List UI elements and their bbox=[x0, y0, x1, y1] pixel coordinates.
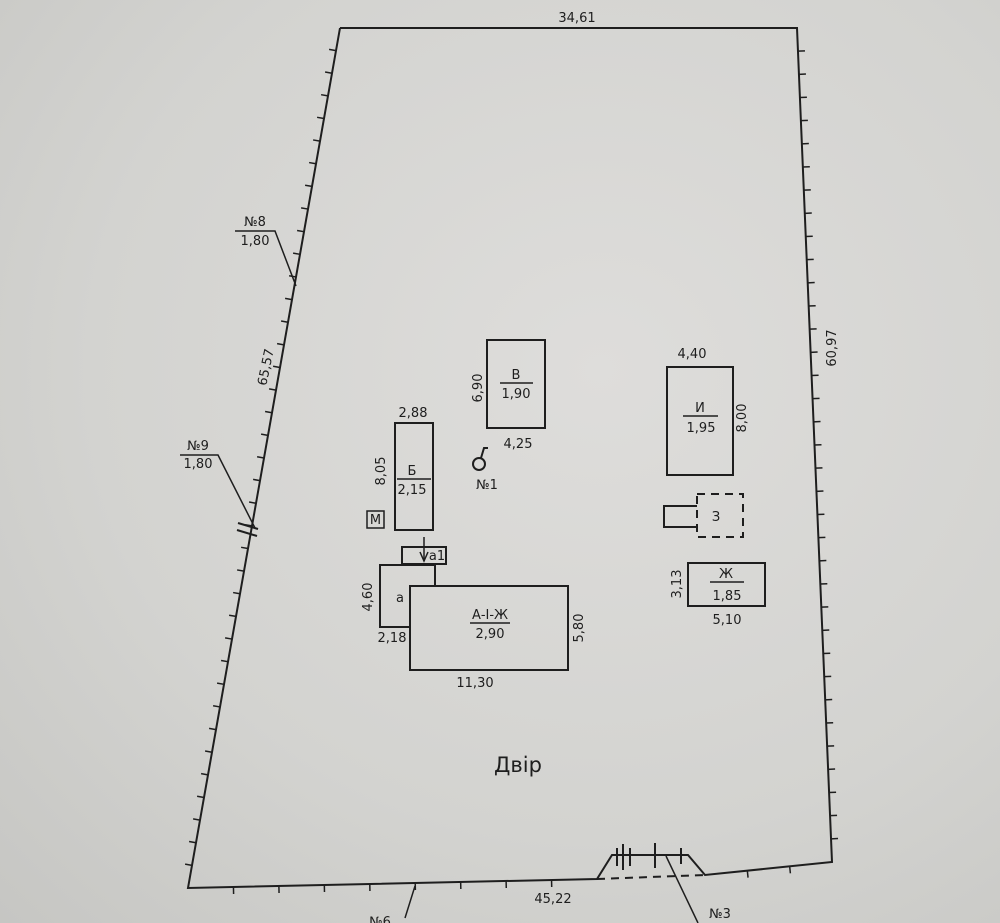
building-a1: а1 bbox=[401, 537, 447, 565]
boundary-tick bbox=[320, 93, 329, 97]
svg-text:11,30: 11,30 bbox=[456, 676, 493, 691]
boundary-tick bbox=[746, 870, 749, 878]
svg-text:2,90: 2,90 bbox=[476, 627, 505, 642]
boundary-tick bbox=[280, 320, 289, 323]
neighbor-9-number: №9 bbox=[187, 439, 209, 454]
svg-text:А-І-Ж: А-І-Ж bbox=[472, 608, 508, 623]
boundary-tick bbox=[296, 229, 305, 233]
neighbor-3-leader bbox=[665, 855, 699, 923]
svg-text:И: И bbox=[695, 401, 705, 416]
svg-text:В: В bbox=[512, 368, 521, 383]
svg-text:5,80: 5,80 bbox=[572, 614, 587, 643]
boundary-tick bbox=[216, 682, 225, 686]
neighbor-3-number: №3 bbox=[709, 907, 731, 922]
boundary-tick bbox=[236, 569, 245, 572]
top-dimension: 34,61 bbox=[558, 11, 595, 26]
svg-text:1,90: 1,90 bbox=[502, 387, 531, 402]
boundary-tick bbox=[188, 840, 197, 844]
boundary-ticks bbox=[184, 48, 839, 895]
boundary-tick bbox=[200, 772, 209, 776]
boundary-tick bbox=[272, 365, 281, 369]
svg-text:Ж: Ж bbox=[719, 567, 733, 582]
neighbor-6-leader bbox=[404, 885, 416, 919]
boundary-tick bbox=[324, 71, 333, 75]
boundary-tick bbox=[788, 866, 792, 874]
boundary-tick bbox=[256, 456, 265, 459]
boundary-tick bbox=[184, 863, 193, 867]
svg-text:№1: №1 bbox=[476, 478, 498, 493]
boundary-tick bbox=[224, 637, 233, 640]
boundary-tick bbox=[248, 501, 257, 505]
boundary-tick bbox=[252, 478, 261, 482]
plot-boundary bbox=[186, 27, 834, 890]
boundary-tick bbox=[276, 342, 285, 346]
building-z: З bbox=[663, 493, 744, 538]
boundary-tick bbox=[292, 252, 301, 256]
neighbor-8-height: 1,80 bbox=[241, 234, 270, 249]
neighbor-9-leader bbox=[180, 454, 256, 529]
boundary-tick bbox=[240, 546, 249, 550]
svg-text:5,10: 5,10 bbox=[713, 613, 742, 628]
svg-text:З: З bbox=[712, 510, 720, 525]
building-m: М bbox=[366, 510, 385, 529]
svg-text:М: М bbox=[370, 513, 381, 528]
boundary-tick bbox=[328, 48, 337, 52]
boundary-tick bbox=[308, 161, 317, 165]
well-icon bbox=[472, 457, 486, 471]
boundary-tick bbox=[208, 727, 217, 731]
boundary-tick bbox=[268, 388, 277, 391]
boundary-tick bbox=[304, 184, 313, 188]
neighbor-6-number: №6 bbox=[369, 915, 391, 923]
svg-text:1,95: 1,95 bbox=[687, 421, 716, 436]
gate-marks bbox=[236, 522, 682, 870]
svg-text:4,60: 4,60 bbox=[361, 583, 376, 612]
boundary-tick bbox=[316, 116, 325, 120]
boundary-tick bbox=[232, 591, 241, 595]
building-i: 4,40 И 1,95 8,00 bbox=[666, 347, 750, 476]
boundary-tick bbox=[204, 750, 213, 753]
neighbor-9-height: 1,80 bbox=[184, 457, 213, 472]
svg-text:3,13: 3,13 bbox=[670, 570, 685, 599]
boundary-tick bbox=[196, 795, 205, 799]
svg-text:Б: Б bbox=[408, 464, 417, 479]
svg-text:2,15: 2,15 bbox=[398, 483, 427, 498]
boundary-tick bbox=[284, 297, 293, 301]
building-zh: Ж 1,85 3,13 5,10 bbox=[670, 562, 766, 628]
svg-text:8,00: 8,00 bbox=[735, 404, 750, 433]
gate-dashed-line bbox=[596, 874, 706, 880]
building-v: В 1,90 6,90 4,25 bbox=[471, 339, 546, 452]
boundary-tick bbox=[260, 433, 269, 437]
svg-text:6,90: 6,90 bbox=[471, 374, 486, 403]
well-1: №1 bbox=[472, 447, 498, 493]
bottom-dimension: 45,22 bbox=[534, 892, 571, 907]
neighbor-8-leader bbox=[235, 230, 297, 287]
boundary-tick bbox=[312, 139, 321, 142]
boundary-tick bbox=[300, 207, 309, 210]
boundary-tick bbox=[264, 410, 273, 414]
svg-text:1,85: 1,85 bbox=[713, 589, 742, 604]
neighbor-8-number: №8 bbox=[244, 215, 266, 230]
yard-label: Двір bbox=[494, 753, 542, 777]
svg-text:2,18: 2,18 bbox=[378, 631, 407, 646]
building-b: 2,88 Б 2,15 8,05 bbox=[374, 406, 434, 531]
building-a: а 4,60 2,18 bbox=[361, 564, 436, 646]
svg-text:8,05: 8,05 bbox=[374, 457, 389, 486]
svg-text:4,25: 4,25 bbox=[504, 437, 533, 452]
building-a-main: А-І-Ж 2,90 5,80 11,30 bbox=[409, 585, 587, 691]
svg-text:а: а bbox=[396, 591, 404, 606]
right-dimension: 60,97 bbox=[825, 329, 840, 366]
svg-text:4,40: 4,40 bbox=[678, 347, 707, 362]
svg-text:2,88: 2,88 bbox=[399, 406, 428, 421]
boundary-tick bbox=[228, 614, 237, 618]
boundary-tick bbox=[212, 704, 221, 708]
boundary-tick bbox=[192, 818, 201, 821]
svg-text:а1: а1 bbox=[429, 549, 445, 564]
left-dimension: 65,57 bbox=[255, 348, 277, 388]
boundary-tick bbox=[220, 659, 229, 663]
